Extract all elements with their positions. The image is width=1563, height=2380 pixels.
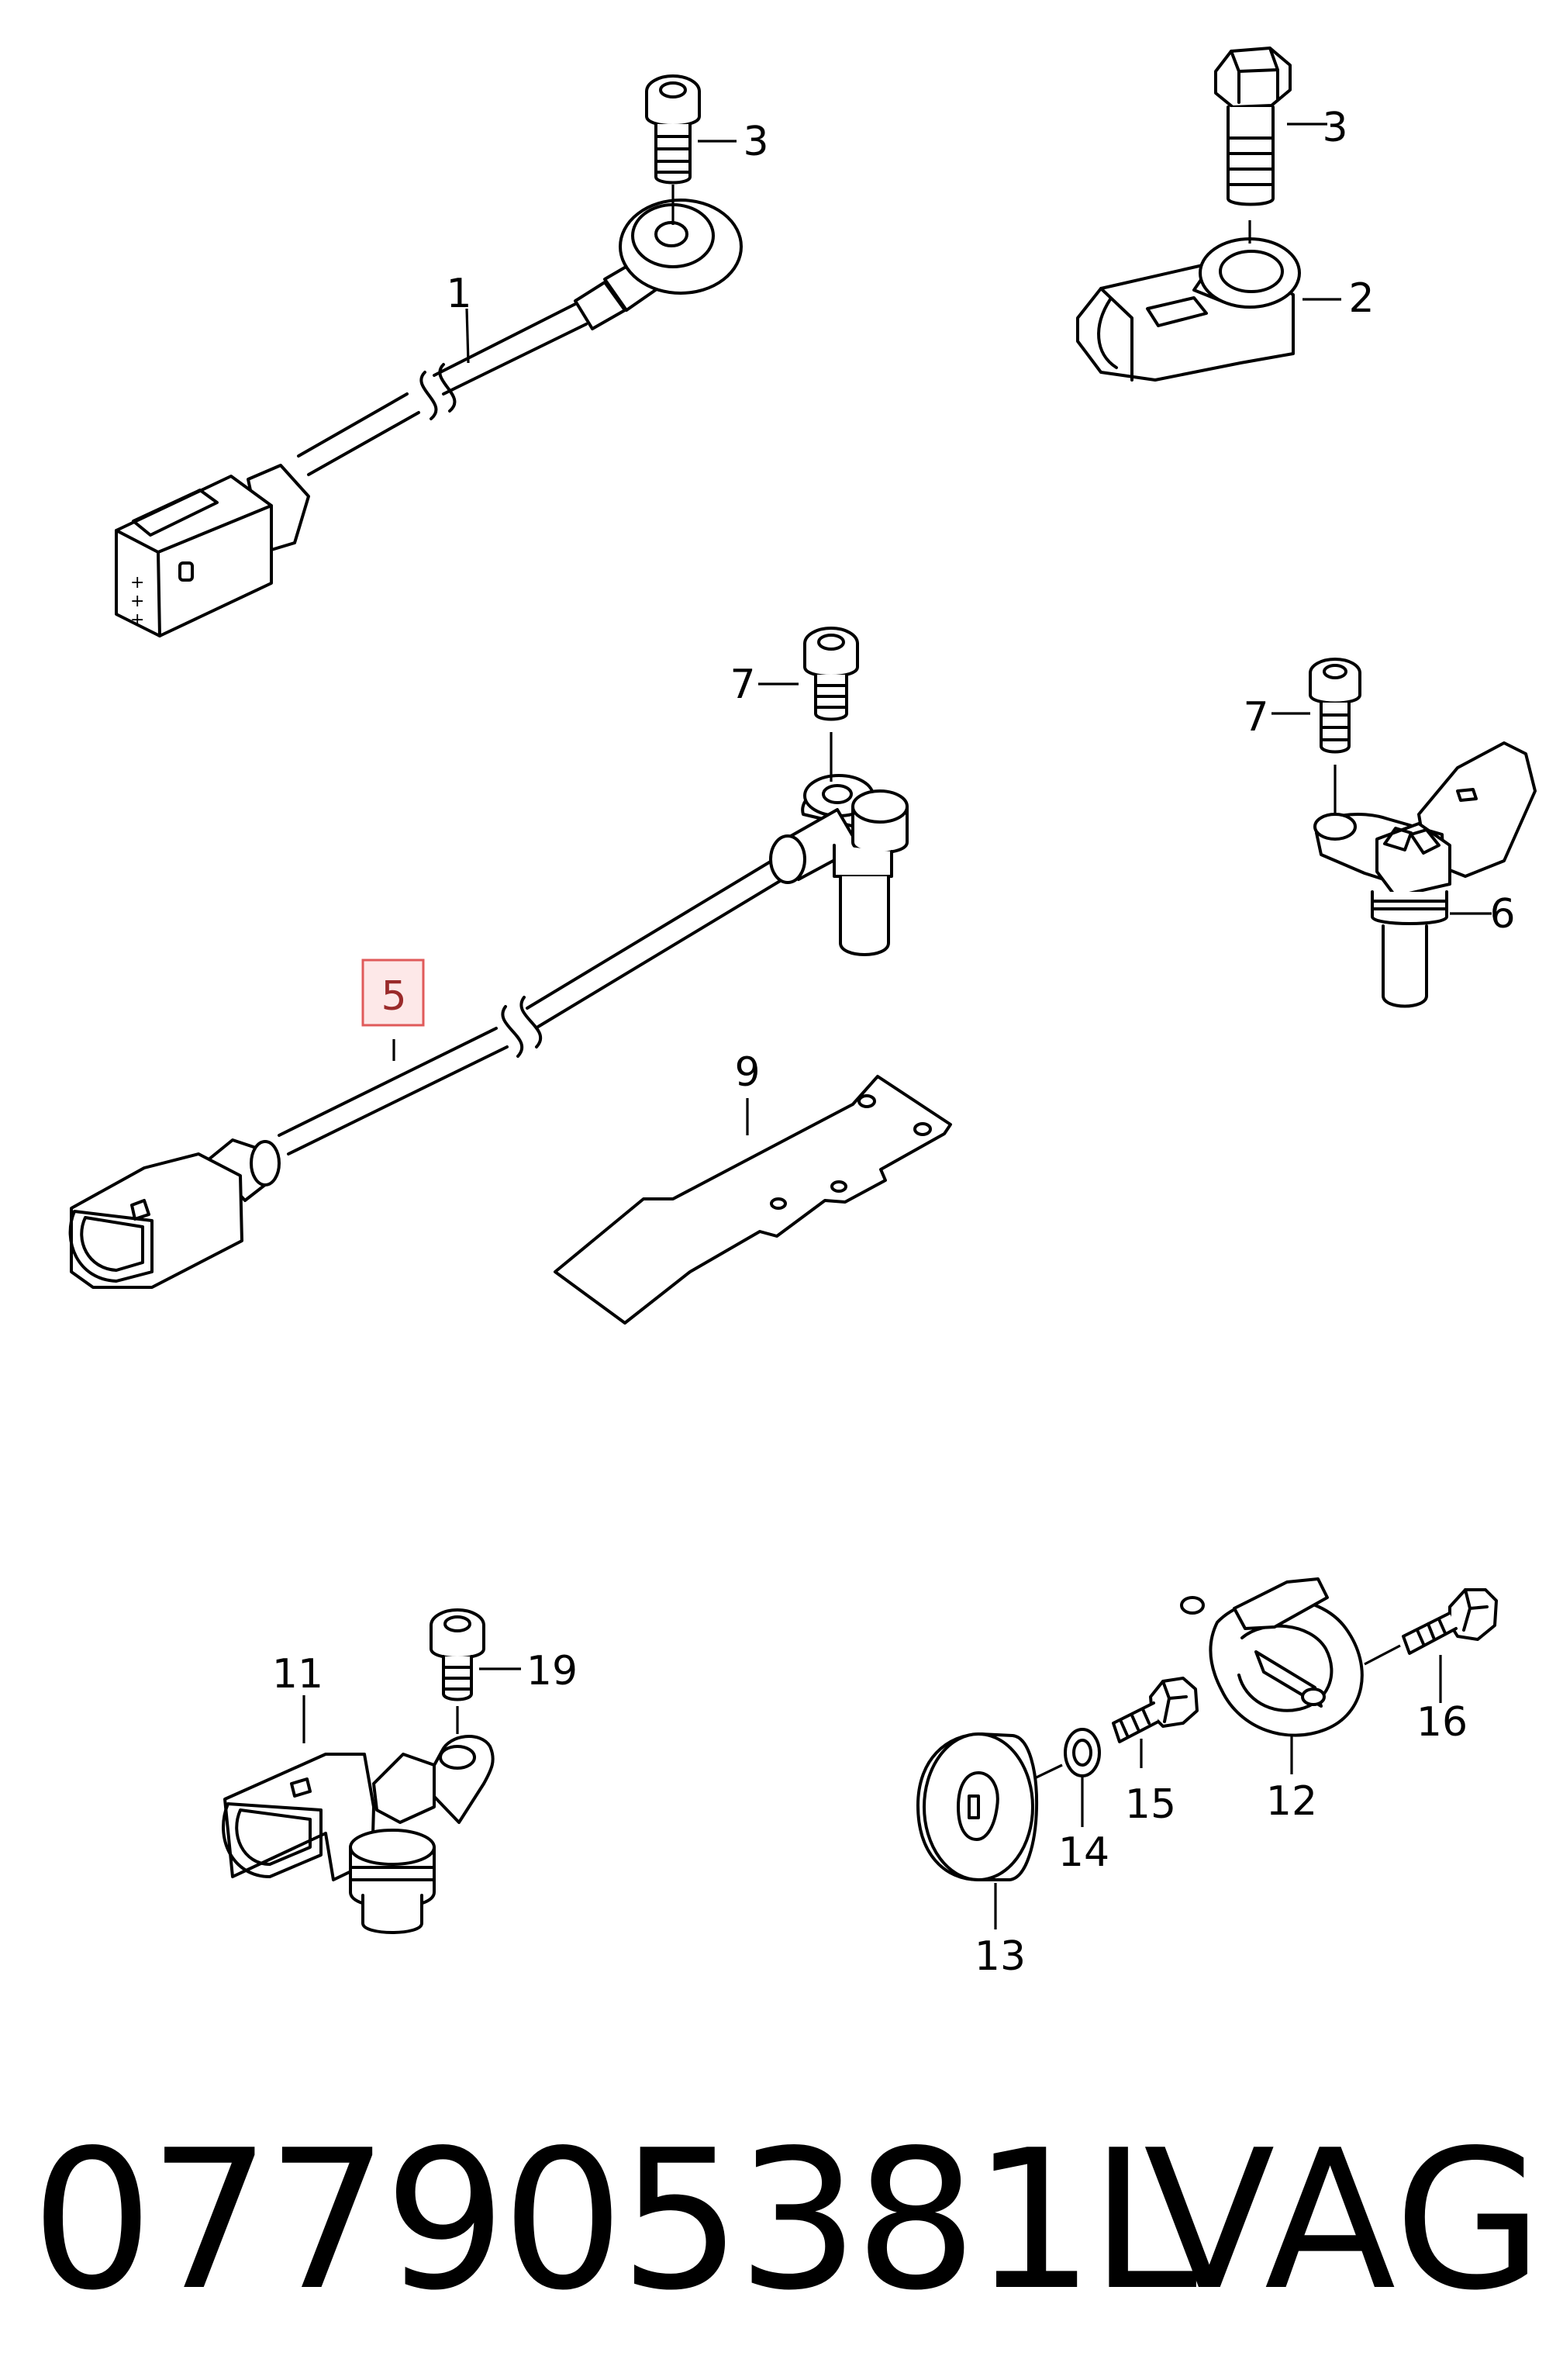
part-19-screw <box>430 1608 521 1734</box>
part-number: 077905381L <box>31 2109 1197 2333</box>
callout-2: 2 <box>1348 275 1374 322</box>
callout-13: 13 <box>975 1933 1026 1980</box>
callout-7-right: 7 <box>1243 694 1268 741</box>
part-16-bolt <box>1364 1588 1498 1703</box>
part-11-sensor <box>222 1695 495 1934</box>
callout-14: 14 <box>1058 1829 1109 1876</box>
callout-6: 6 <box>1489 891 1515 938</box>
part-12-clamp <box>1180 1577 1364 1774</box>
callout-12: 12 <box>1266 1778 1317 1825</box>
svg-text:+: + <box>130 610 144 630</box>
part-1-knock-sensor-cable: + + + <box>115 199 743 637</box>
part-2-sensor <box>1076 220 1341 382</box>
part-7a-screw <box>758 627 859 782</box>
highlight-box-5 <box>361 959 425 1027</box>
part-6-sensor <box>1313 741 1537 1008</box>
callout-1: 1 <box>446 271 471 317</box>
callout-11: 11 <box>272 1651 323 1698</box>
callout-3-left: 3 <box>743 119 768 165</box>
callout-16: 16 <box>1416 1699 1468 1746</box>
callout-9: 9 <box>734 1049 760 1096</box>
part-13-wheel <box>916 1732 1039 1929</box>
part-9-plate <box>554 1075 952 1325</box>
svg-text:+: + <box>130 592 144 611</box>
part-5-speed-sensor-cable <box>68 774 909 1289</box>
callout-5: 5 <box>381 973 406 1020</box>
part-15-bolt <box>1112 1677 1199 1768</box>
callout-7-left: 7 <box>730 661 755 708</box>
callout-15: 15 <box>1125 1781 1176 1828</box>
part-3a-bolt <box>645 74 737 225</box>
callout-19: 19 <box>526 1648 578 1694</box>
svg-text:+: + <box>130 573 144 592</box>
brand-name: VAG <box>1144 2109 1545 2333</box>
part-3b-hex-bolt <box>1214 47 1327 206</box>
part-7b-screw <box>1271 658 1361 813</box>
callout-labels: 1 2 3 3 5 6 7 7 9 11 12 13 14 15 16 19 <box>272 105 1516 1980</box>
callout-3-right: 3 <box>1322 105 1347 151</box>
